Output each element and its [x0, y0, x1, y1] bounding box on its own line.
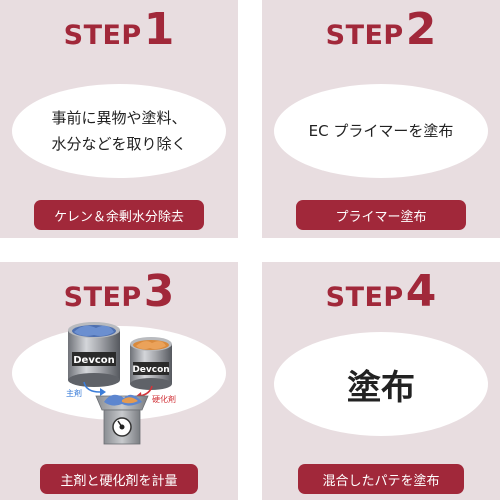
step-number: 1	[143, 4, 175, 55]
step-number: 2	[405, 4, 437, 55]
hardener-label: 硬化剤	[152, 394, 176, 404]
step-word: STEP	[325, 282, 404, 313]
step-1-title: STEP1	[0, 8, 238, 52]
step-4-panel: STEP4 塗布 混合したパテを塗布	[262, 262, 500, 500]
step-3-panel: STEP3 Devcon	[0, 262, 238, 500]
step-3-title: STEP3	[0, 270, 238, 314]
step-number: 3	[143, 266, 175, 317]
step-2-label: プライマー塗布	[296, 200, 466, 230]
step-3-label: 主剤と硬化剤を計量	[40, 464, 198, 494]
step-1-bubble: 事前に異物や塗料、 水分などを取り除く	[12, 84, 226, 178]
step-2-title: STEP2	[262, 8, 500, 52]
weighing-illustration: Devcon Devcon 主剤 硬化剤	[66, 322, 176, 445]
step-1-label: ケレン＆余剰水分除去	[34, 200, 204, 230]
arrow-head-icon	[100, 388, 106, 396]
step-word: STEP	[63, 20, 142, 51]
main-agent-label: 主剤	[66, 388, 82, 398]
step-4-label: 混合したパテを塗布	[298, 464, 464, 494]
hardener-can: Devcon	[130, 337, 172, 390]
left-can-brand: Devcon	[73, 355, 115, 366]
step-word: STEP	[325, 20, 404, 51]
step-number: 4	[405, 266, 437, 317]
step-4-bubble-text: 塗布	[347, 367, 415, 408]
step-4-bubble: 塗布	[274, 332, 488, 436]
scale-icon	[95, 394, 149, 445]
step-1-bubble-text: 事前に異物や塗料、 水分などを取り除く	[51, 108, 187, 153]
step-2-bubble: EC プライマーを塗布	[274, 84, 488, 178]
step-4-title: STEP4	[262, 270, 500, 314]
step-1-panel: STEP1 事前に異物や塗料、 水分などを取り除く ケレン＆余剰水分除去	[0, 0, 238, 238]
step-word: STEP	[63, 282, 142, 313]
step-2-panel: STEP2 EC プライマーを塗布 プライマー塗布	[262, 0, 500, 238]
main-agent-can: Devcon	[68, 322, 120, 387]
right-can-brand: Devcon	[132, 365, 169, 375]
step-2-bubble-text: EC プライマーを塗布	[308, 121, 454, 140]
main-agent-arrow	[83, 381, 101, 393]
